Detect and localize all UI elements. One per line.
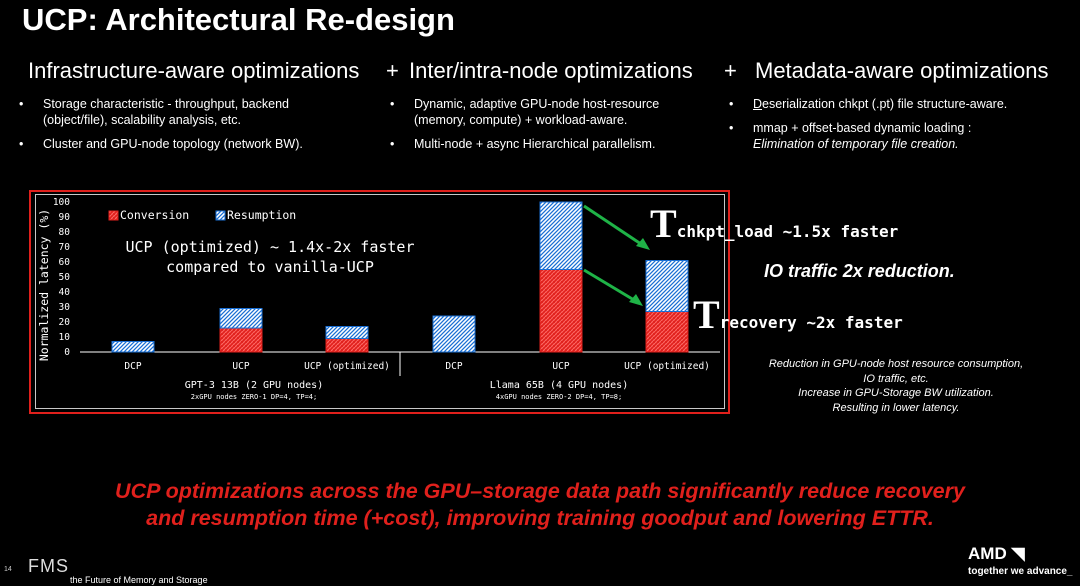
chart-highlight-border (29, 190, 730, 414)
y-tick-label: 30 (59, 302, 71, 313)
metadata-heading: Metadata-aware optimizations (755, 58, 1049, 83)
x-tick-label: UCP (552, 361, 569, 372)
chkpt-load-annotation: Tchkpt_load ~1.5x faster (650, 200, 898, 247)
underlined-letter: D (753, 97, 763, 111)
inter-intra-bullets: Dynamic, adaptive GPU-node host-resource… (388, 96, 708, 160)
amd-tagline: together we advance_ (968, 566, 1073, 577)
bullet-text: mmap + offset-based dynamic loading : (753, 121, 972, 135)
bar-resumption (645, 260, 689, 312)
trend-arrow-resumption (583, 204, 642, 246)
summary-line: and resumption time (+cost), improving t… (146, 506, 934, 530)
bar-conversion (539, 269, 583, 353)
bar-resumption (325, 326, 369, 339)
plus-sign-2: + (724, 58, 737, 83)
y-axis-label: Normalized latency (%) (37, 209, 51, 361)
legend-swatch-conversion (108, 210, 119, 221)
x-tick-label: UCP (optimized) (304, 361, 390, 372)
chart-annotation-line2: compared to vanilla-UCP (166, 258, 374, 276)
notes-block: Reduction in GPU-node host resource cons… (740, 357, 1052, 415)
t-symbol: T (693, 292, 720, 337)
list-item: Dynamic, adaptive GPU-node host-resource… (388, 96, 708, 128)
plus-sign-1: + (386, 58, 399, 83)
y-tick-label: 10 (59, 332, 71, 343)
y-tick-label: 80 (59, 227, 71, 238)
bullet-text-italic: Elimination of temporary file creation. (753, 137, 959, 151)
slide-title: UCP: Architectural Re-design (22, 2, 455, 37)
bar-conversion (219, 327, 263, 353)
infrastructure-bullets: Storage characteristic - throughput, bac… (17, 96, 347, 160)
chart-frame (35, 194, 725, 409)
arrowhead (629, 294, 643, 306)
group-sub-llama: 4xGPU nodes ZERO-2 DP=4, TP=8; (496, 393, 622, 401)
summary-line: UCP optimizations across the GPU–storage… (115, 479, 965, 503)
legend-conversion: Conversion (120, 208, 189, 222)
list-item: Deserialization chkpt (.pt) file structu… (727, 96, 1057, 112)
y-tick-label: 60 (59, 257, 71, 268)
group-sub-gpt3: 2xGPU nodes ZERO-1 DP=4, TP=4; (191, 393, 317, 401)
summary-statement: UCP optimizations across the GPU–storage… (40, 478, 1040, 532)
list-item: Cluster and GPU-node topology (network B… (17, 136, 347, 152)
page-number: 14 (4, 566, 12, 573)
bar-resumption (432, 315, 476, 353)
note-line: Resulting in lower latency. (832, 401, 960, 414)
io-traffic-note: IO traffic 2x reduction. (764, 261, 955, 281)
y-tick-label: 40 (59, 287, 71, 298)
inter-intra-heading: Inter/intra-node optimizations (409, 58, 693, 83)
chart-annotation-line1: UCP (optimized) ~ 1.4x-2x faster (126, 238, 415, 256)
bar-conversion (645, 311, 689, 353)
legend-swatch-resumption (215, 210, 226, 221)
amd-arrow-icon: ◥ (1006, 544, 1025, 563)
list-item: Storage characteristic - throughput, bac… (17, 96, 347, 128)
group-label-llama: Llama 65B (4 GPU nodes) (490, 380, 628, 391)
bar-resumption (539, 201, 583, 270)
note-line: Increase in GPU-Storage BW utilization. (798, 387, 994, 399)
bar-resumption (219, 308, 263, 329)
infrastructure-heading: Infrastructure-aware optimizations (28, 58, 360, 83)
x-tick-label: UCP (optimized) (624, 361, 710, 372)
chkpt-load-text: chkpt_load ~1.5x faster (676, 222, 899, 241)
bar-resumption (111, 341, 155, 353)
group-label-gpt3: GPT-3 13B (2 GPU nodes) (185, 380, 323, 391)
fms-tagline: the Future of Memory and Storage (70, 575, 208, 585)
y-tick-label: 0 (64, 347, 70, 358)
t-symbol: T (650, 201, 677, 246)
fms-logo: FMS (28, 556, 69, 576)
arrowhead (636, 238, 650, 250)
x-tick-label: DCP (445, 361, 462, 372)
amd-logo-text: AMD (968, 544, 1007, 563)
list-item: mmap + offset-based dynamic loading : Eli… (727, 120, 1057, 152)
bullet-text: eserialization chkpt (.pt) file structur… (762, 97, 1008, 111)
legend-resumption: Resumption (227, 208, 296, 222)
y-tick-label: 20 (59, 317, 71, 328)
y-tick-label: 100 (53, 197, 70, 208)
trend-arrow-conversion (583, 268, 635, 302)
bar-conversion (325, 338, 369, 353)
recovery-text: recovery ~2x faster (719, 313, 903, 332)
recovery-annotation: Trecovery ~2x faster (693, 291, 903, 338)
note-line: IO traffic, etc. (863, 372, 929, 385)
amd-logo: AMD ◥ (968, 544, 1025, 564)
metadata-bullets: Deserialization chkpt (.pt) file structu… (727, 96, 1057, 160)
note-line: Reduction in GPU-node host resource cons… (768, 358, 1024, 370)
y-tick-label: 50 (59, 272, 71, 283)
y-tick-label: 70 (59, 242, 71, 253)
list-item: Multi-node + async Hierarchical parallel… (388, 136, 708, 152)
x-tick-label: UCP (232, 361, 249, 372)
x-tick-label: DCP (124, 361, 141, 372)
y-tick-label: 90 (59, 212, 71, 223)
